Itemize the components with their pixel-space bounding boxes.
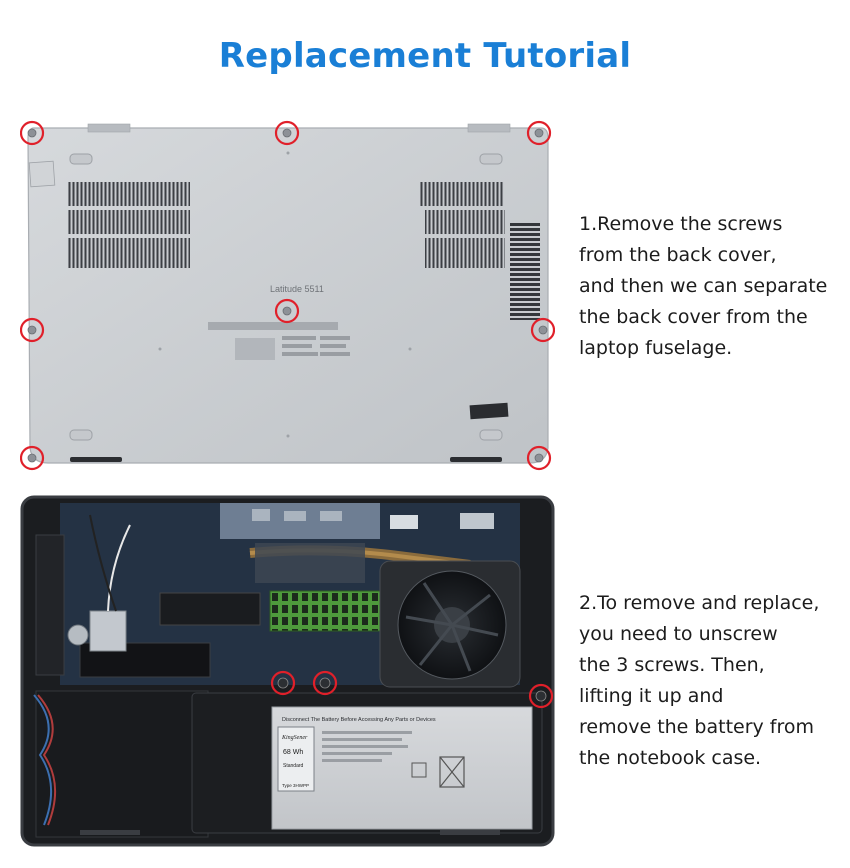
- model-label: Latitude 5511: [270, 284, 324, 294]
- screw-marker: [20, 317, 45, 343]
- screw-marker: [312, 670, 338, 696]
- step-1-line: and then we can separate: [579, 275, 828, 297]
- step-2-line: the notebook case.: [579, 747, 762, 769]
- battery-capacity: 68 Wh: [283, 749, 303, 756]
- screw-marker: [274, 298, 300, 324]
- step-2-line: lifting it up and: [579, 685, 724, 707]
- screw-marker: [530, 317, 555, 343]
- screw-marker: [528, 683, 554, 709]
- step-2-line: remove the battery from: [579, 716, 815, 738]
- step-1-instructions: 1.Remove the screws from the back cover,…: [579, 209, 841, 364]
- page-title: Replacement Tutorial: [218, 36, 632, 76]
- battery-grade: Standard: [283, 763, 304, 769]
- internals-photo: Disconnect The Battery Before Accessing …: [20, 495, 555, 847]
- screw-marker: [526, 445, 552, 471]
- step-2-line: 2.To remove and replace,: [579, 592, 820, 614]
- back-cover-photo: Latitude 5511: [20, 120, 555, 471]
- step-1-line: 1.Remove the screws: [579, 213, 783, 235]
- back-cover: [27, 127, 549, 464]
- battery-warning: Disconnect The Battery Before Accessing …: [282, 717, 436, 723]
- screw-marker: [270, 670, 296, 696]
- battery-type: Type 3HWPP: [282, 783, 309, 788]
- step-2-line: you need to unscrew: [579, 623, 778, 645]
- ssd-module: [159, 592, 261, 626]
- step-2-line: the 3 screws. Then,: [579, 654, 765, 676]
- battery-brand: KingSener: [281, 735, 308, 741]
- ram-module: [269, 590, 381, 632]
- step-1-line: from the back cover,: [579, 244, 777, 266]
- screw-marker: [274, 120, 300, 146]
- screw-marker: [20, 445, 45, 471]
- step-1-line: the back cover from the: [579, 306, 808, 328]
- step-2-instructions: 2.To remove and replace, you need to uns…: [579, 588, 841, 774]
- screw-marker: [20, 120, 45, 146]
- screw-marker: [526, 120, 552, 146]
- step-1-line: laptop fuselage.: [579, 337, 733, 359]
